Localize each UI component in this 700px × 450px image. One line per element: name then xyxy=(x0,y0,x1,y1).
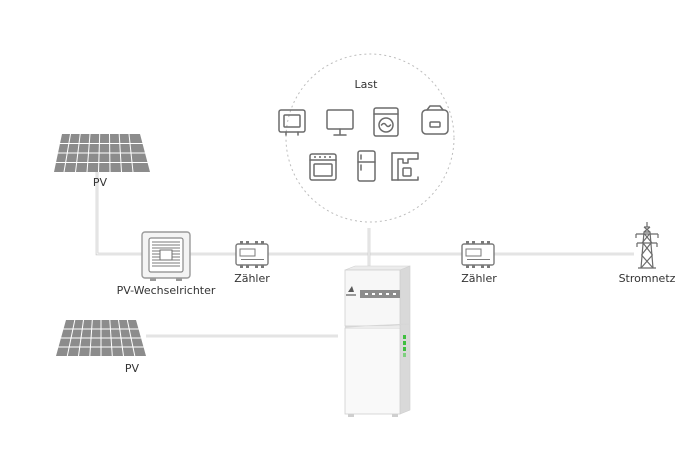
pv-panel-top xyxy=(52,133,150,173)
load-label: Last xyxy=(355,78,379,91)
wiring xyxy=(95,172,634,338)
pv-panel-bottom xyxy=(56,319,146,357)
fridge-icon xyxy=(357,150,376,182)
brand-logo xyxy=(346,286,356,296)
meter-right-label: Zähler xyxy=(461,272,497,285)
pv-top-label: PV xyxy=(93,176,108,189)
pv-bottom-label: PV xyxy=(125,362,140,375)
load-group: Last xyxy=(278,53,455,223)
washing-machine-icon xyxy=(373,107,399,137)
battery-storage-unit xyxy=(344,265,411,417)
toaster-icon xyxy=(421,105,449,135)
power-pylon-icon xyxy=(635,222,659,269)
grid-label: Stromnetz xyxy=(619,272,676,285)
meter-left-icon xyxy=(235,241,269,268)
tv-icon xyxy=(278,109,306,136)
status-led-strip xyxy=(403,335,406,357)
oven-icon xyxy=(309,153,337,181)
inverter-label: PV-Wechselrichter xyxy=(117,284,216,297)
meter-right-icon xyxy=(461,241,495,268)
pv-inverter-icon xyxy=(141,231,191,281)
monitor-icon xyxy=(326,109,354,136)
coffee-machine-icon xyxy=(391,152,419,181)
meter-left-label: Zähler xyxy=(234,272,270,285)
